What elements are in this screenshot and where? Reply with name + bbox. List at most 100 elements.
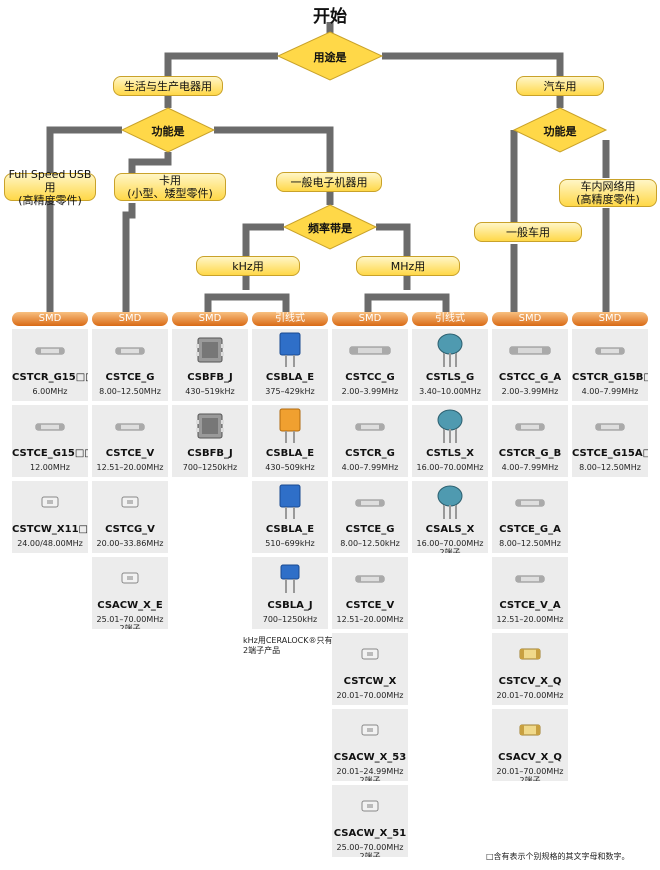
product-frequency: 700–1250kHz	[182, 463, 238, 472]
product-frequency: 375–429kHz	[265, 387, 315, 396]
product-card[interactable]: CSBLA_E 510–699kHz	[252, 481, 328, 555]
product-frequency: 8.00–12.50MHz	[99, 387, 161, 396]
radial-lead-icon	[435, 331, 465, 373]
column-header: SMD	[92, 312, 168, 326]
column-header: SMD	[572, 312, 648, 326]
product-card[interactable]: CSACW_X_E 25.01–70.00MHz 2端子	[92, 557, 168, 631]
smd-chip-icon	[593, 343, 627, 362]
product-card[interactable]: CSTCW_X11□□□24.00/48.00MHz	[12, 481, 88, 555]
smd-chip-icon	[353, 495, 387, 514]
product-card[interactable]: CSBFB_J 430–519kHz	[172, 329, 248, 403]
column-header: SMD	[12, 312, 88, 326]
product-frequency: 20.01–70.00MHz	[496, 691, 564, 700]
box-card: 卡用 (小型、矮型零件)	[114, 173, 226, 201]
product-card[interactable]: CSTCW_X 20.01–70.00MHz	[332, 633, 408, 707]
box-general: 一般电子机器用	[276, 172, 382, 192]
diamond-purpose: 用途是	[313, 51, 347, 64]
product-name: CSBLA_E	[265, 524, 315, 535]
product-frequency: 20.01–70.00MHz	[336, 691, 404, 700]
smd-chip-icon	[353, 571, 387, 590]
smd-chip-icon	[513, 495, 547, 514]
box-khz: kHz用	[196, 256, 300, 276]
product-frequency: 12.00MHz	[29, 463, 71, 472]
product-name: CSTCR_G_B	[498, 448, 562, 459]
smd-chip-long-icon	[507, 342, 553, 362]
product-frequency: 12.51–20.00MHz	[496, 615, 564, 624]
product-frequency: 700–1250kHz	[262, 615, 318, 624]
smd-chip-icon	[593, 419, 627, 438]
product-name: CSTCE_G	[345, 524, 395, 535]
product-frequency: 510–699kHz	[265, 539, 315, 548]
product-name: CSTCV_X_Q	[498, 676, 562, 687]
radial-lead-icon	[435, 483, 465, 525]
product-frequency: 430–519kHz	[185, 387, 235, 396]
smd-block-icon	[194, 410, 226, 446]
product-card[interactable]: CSTCR_G15□□□6.00MHz	[12, 329, 88, 403]
box-mhz: MHz用	[356, 256, 460, 276]
product-card[interactable]: CSTCE_V 12.51–20.00MHz	[332, 557, 408, 631]
product-name: CSTCE_V	[105, 448, 155, 459]
product-name: CSBFB_J	[187, 372, 233, 383]
column-header: 引线式	[252, 312, 328, 326]
product-name: CSTCE_G15□□□	[12, 448, 88, 459]
smd-chip-small-icon	[359, 646, 381, 666]
product-card[interactable]: CSTCE_G 8.00–12.50kHz	[332, 481, 408, 555]
box-fs-usb: Full Speed USB用 (高精度零件)	[4, 168, 96, 207]
smd-chip-small-icon	[119, 570, 141, 590]
smd-chip-icon	[113, 343, 147, 362]
diamond-function-1: 功能是	[151, 125, 185, 138]
product-frequency: 4.00–7.99MHz	[501, 463, 559, 472]
column-header: 引线式	[412, 312, 488, 326]
product-card[interactable]: CSTCE_G15A□□8.00–12.50MHz	[572, 405, 648, 479]
column-header: SMD	[332, 312, 408, 326]
product-card[interactable]: CSTCR_G_B 4.00–7.99MHz	[492, 405, 568, 479]
product-name: CSTLS_G	[425, 372, 475, 383]
product-card[interactable]: CSBLA_E 375–429kHz	[252, 329, 328, 403]
product-card[interactable]: CSTCE_G15□□□ 12.00MHz	[12, 405, 88, 479]
product-name: CSACW_X_E	[97, 600, 163, 611]
product-card[interactable]: CSTCR_G15B□□ 4.00–7.99MHz	[572, 329, 648, 403]
product-card[interactable]: CSTCV_X_Q 20.01–70.00MHz	[492, 633, 568, 707]
product-frequency: 20.00–33.86MHz	[96, 539, 164, 548]
product-frequency: 4.00–7.99MHz	[581, 387, 639, 396]
product-name: CSACV_X_Q	[498, 752, 562, 763]
column-header: SMD	[492, 312, 568, 326]
product-name: CSALS_X	[425, 524, 475, 535]
diamond-band: 频率带是	[308, 222, 352, 235]
product-frequency: 20.01–24.99MHz 2端子	[336, 767, 404, 783]
product-name: CSTLS_X	[426, 448, 474, 459]
product-frequency: 25.01–70.00MHz 2端子	[96, 615, 164, 631]
product-frequency: 12.51–20.00MHz	[336, 615, 404, 624]
product-card[interactable]: CSTCE_V 12.51–20.00MHz	[92, 405, 168, 479]
product-frequency: 2.00–3.99MHz	[341, 387, 399, 396]
product-name: CSBLA_E	[265, 448, 315, 459]
product-frequency: 12.51–20.00MHz	[96, 463, 164, 472]
product-frequency: 8.00–12.50kHz	[340, 539, 400, 548]
product-name: CSBLA_E	[265, 372, 315, 383]
product-frequency: 24.00/48.00MHz	[17, 539, 83, 548]
product-name: CSTCE_V	[345, 600, 395, 611]
smd-chip-icon	[513, 419, 547, 438]
column-header: SMD	[172, 312, 248, 326]
product-name: CSTCW_X	[343, 676, 397, 687]
lead-blue-small-icon	[277, 561, 303, 599]
product-name: CSTCR_G	[345, 448, 395, 459]
product-name: CSTCR_G15B□□	[572, 372, 648, 383]
